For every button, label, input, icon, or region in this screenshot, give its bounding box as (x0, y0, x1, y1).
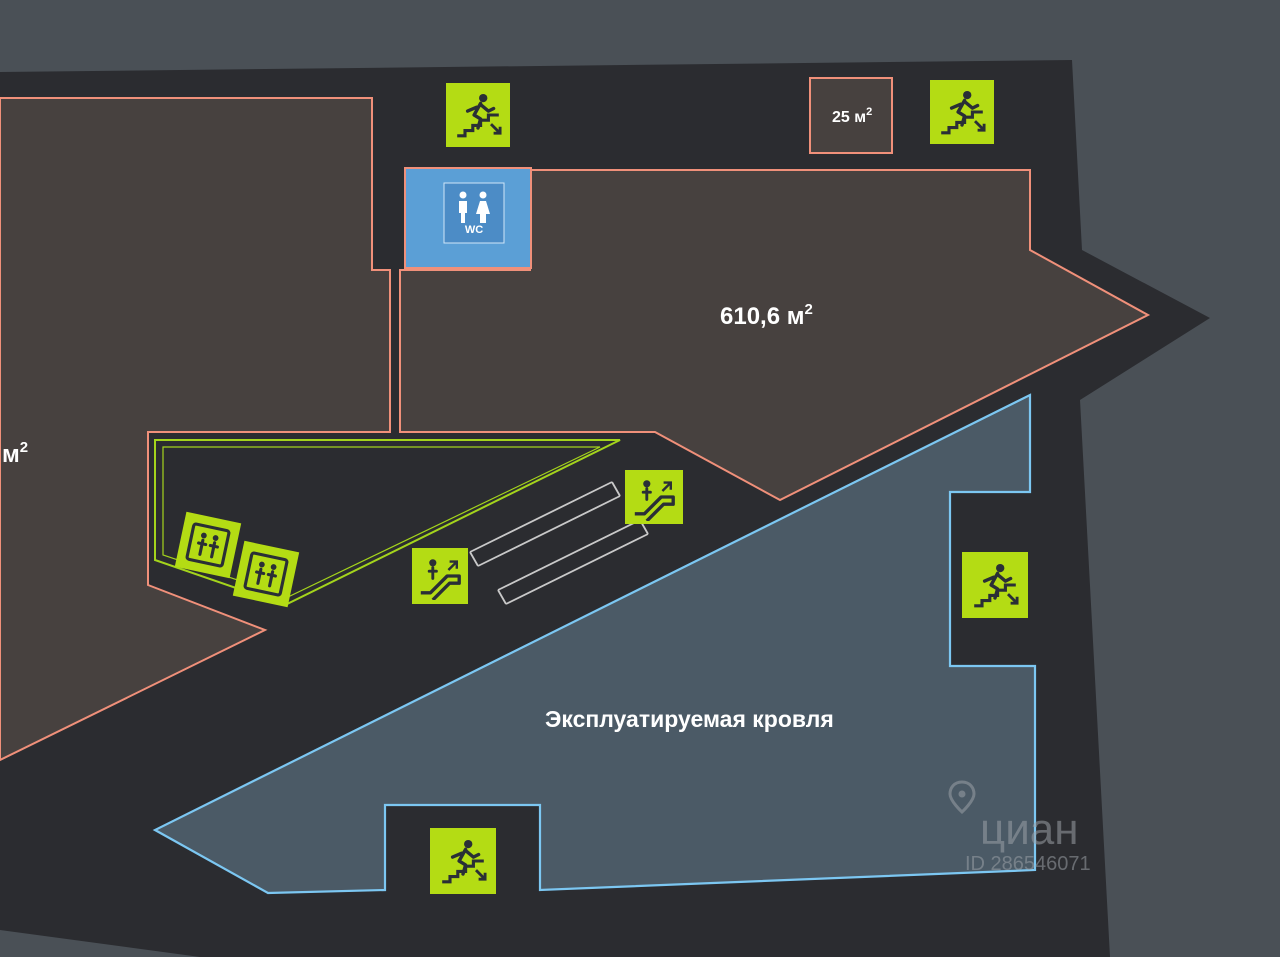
elevator-icon (232, 540, 300, 608)
map-pin-icon (948, 780, 976, 815)
area-label-610: 610,6 м2 (720, 301, 813, 330)
stairs-icon (430, 828, 496, 894)
watermark-brand: циан (980, 805, 1079, 854)
stairs-icon (446, 83, 510, 147)
retail-area-left (0, 97, 391, 762)
watermark-id: ID 286546071 (965, 853, 1091, 875)
roof-terrace (152, 393, 1037, 895)
escalator-track-2 (497, 519, 649, 605)
escalator-icon (412, 548, 468, 604)
area-label-left: м2 (2, 439, 28, 468)
area-label-25: 25 м2 (832, 106, 872, 126)
restroom-icon: WC (443, 182, 505, 244)
escalator-icon (625, 470, 683, 524)
stairs-icon (962, 552, 1028, 618)
wc-label: WC (465, 224, 483, 236)
elevator-icon (174, 511, 242, 579)
escalator-track-1 (469, 481, 621, 567)
stairs-icon (930, 80, 994, 144)
roof-label: Эксплуатируемая кровля (545, 706, 834, 732)
watermark: циан ID 286546071 (948, 780, 1091, 875)
room-25 (809, 77, 893, 154)
